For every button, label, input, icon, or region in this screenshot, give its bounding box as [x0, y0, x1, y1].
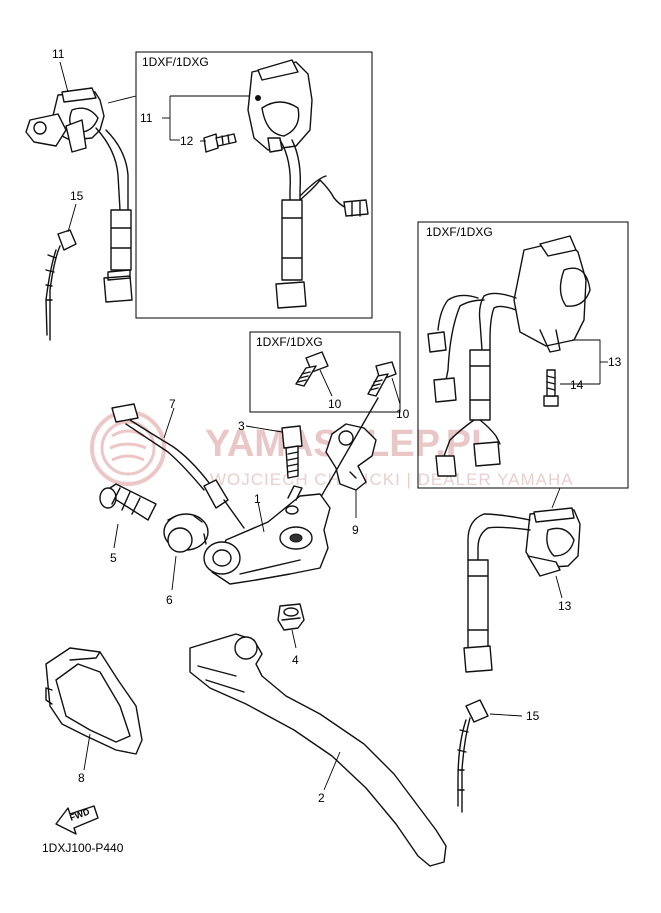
part-8-cover: [45, 647, 143, 755]
label-12: 12: [180, 134, 194, 148]
part-13-switch-standalone: [463, 507, 581, 673]
watermark-sub-text: WOJCIECH CHYLICKI | DEALER YAMAHA: [210, 470, 574, 489]
label-15-left: 15: [70, 189, 84, 203]
part-13-switch-in-box: [427, 235, 591, 477]
part-6-locknut: [163, 513, 209, 553]
label-13: 13: [558, 599, 572, 613]
label-10-box: 10: [328, 397, 342, 411]
label-6: 6: [166, 593, 173, 607]
part-number-labels: 11 11 12 15 10 10 3 7 1 9 5 6 4 13 14 13…: [52, 47, 622, 805]
label-7: 7: [169, 397, 176, 411]
label-1: 1: [254, 492, 261, 506]
variant-box-center-label: 1DXF/1DXG: [256, 335, 323, 349]
part-11-switch-in-box: [247, 59, 369, 309]
label-9: 9: [352, 523, 359, 537]
part-4-nut: [277, 603, 305, 631]
label-11-box: 11: [140, 111, 153, 125]
fwd-arrow: FWD: [55, 805, 99, 835]
variant-box-top-left-label: 1DXF/1DXG: [142, 55, 209, 69]
variant-box-right: [417, 221, 629, 489]
label-15-right: 15: [526, 709, 540, 723]
part-3-bolt: [281, 425, 303, 479]
label-13-box: 13: [608, 355, 622, 369]
variant-box-center: [249, 331, 401, 413]
part-15-cable-tie-left: [45, 229, 77, 341]
part-15-cable-tie-right: [457, 699, 489, 813]
label-5: 5: [110, 551, 117, 565]
part-1-lever-holder: [203, 485, 331, 585]
variant-box-right-label: 1DXF/1DXG: [426, 225, 493, 239]
part-10-bolt-in-box: [295, 351, 329, 387]
label-14: 14: [570, 378, 584, 392]
label-8: 8: [78, 771, 85, 785]
label-11-left: 11: [52, 47, 65, 61]
variant-box-top-left: [135, 51, 373, 319]
part-5-adjuster: [99, 483, 157, 521]
part-11-switch-standalone: [25, 87, 133, 303]
part-12-screw: [203, 133, 237, 153]
part-2-lever: [189, 633, 447, 867]
part-14-screw: [543, 369, 559, 407]
label-10: 10: [396, 407, 410, 421]
label-3: 3: [238, 419, 245, 433]
part-10-bolt: [367, 361, 397, 397]
label-2: 2: [318, 791, 325, 805]
diagram-code: 1DXJ100-P440: [42, 841, 124, 855]
part-7-switch-cable: [111, 403, 245, 529]
label-4: 4: [292, 653, 299, 667]
